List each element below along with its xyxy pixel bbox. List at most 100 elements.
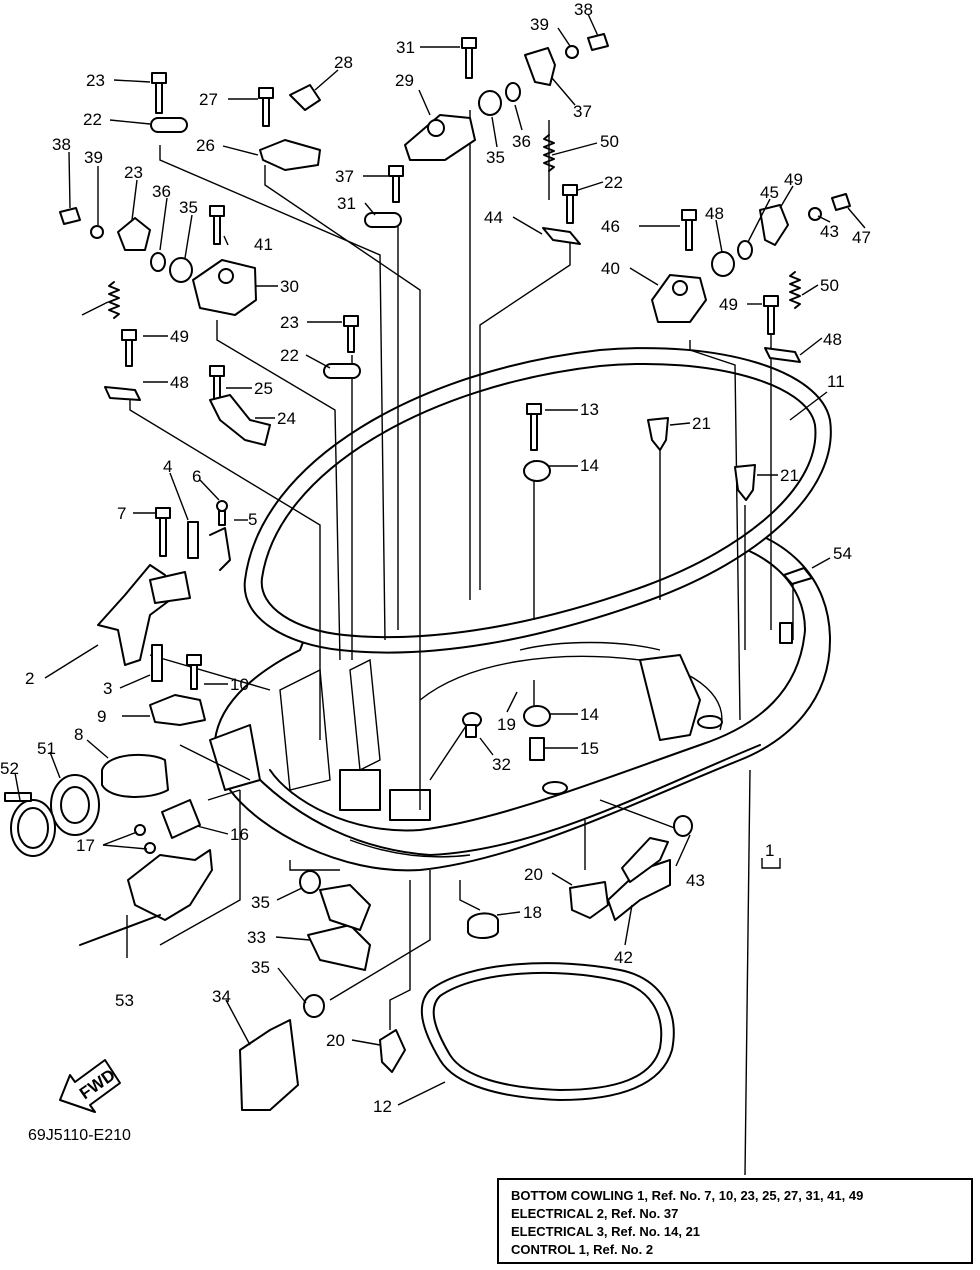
callout: 35 <box>179 198 198 217</box>
grommet-43-right <box>673 815 693 837</box>
callout: 35 <box>251 958 270 977</box>
small-parts <box>4 33 851 1111</box>
callout: 22 <box>604 173 623 192</box>
callout: 23 <box>124 163 143 182</box>
plate-22-lower <box>323 363 361 379</box>
callout: 37 <box>335 167 354 186</box>
callout: 6 <box>192 467 201 486</box>
plate-48-mid <box>542 227 581 245</box>
callout: 21 <box>692 414 711 433</box>
bolt-23-lower <box>343 315 359 353</box>
grommet-8 <box>101 753 169 798</box>
bolt-38-left <box>59 207 81 225</box>
callout: 23 <box>280 313 299 332</box>
callout: 43 <box>820 222 839 241</box>
callout: 31 <box>337 194 356 213</box>
boot-51 <box>50 774 100 836</box>
callout: 35 <box>486 148 505 167</box>
block-20-left <box>379 1029 406 1073</box>
callout: 48 <box>705 204 724 223</box>
callout: 29 <box>395 71 414 90</box>
callout: 42 <box>614 948 633 967</box>
grommet-35-left <box>169 257 193 283</box>
bolt-23-top <box>151 72 167 114</box>
bracket-53 <box>127 849 213 921</box>
callout: 33 <box>247 928 266 947</box>
callout: 36 <box>152 182 171 201</box>
grommet-18 <box>467 912 499 939</box>
plate-22-top <box>150 117 188 133</box>
callout: 49 <box>719 295 738 314</box>
bolt-46 <box>831 193 851 211</box>
bracket-26 <box>259 139 321 171</box>
clip-17a <box>134 824 146 836</box>
bolt-23-mid <box>388 165 404 203</box>
bolt-49-right <box>562 184 578 224</box>
coil-16 <box>161 799 201 839</box>
callout: 2 <box>25 669 34 688</box>
callout: 31 <box>396 38 415 57</box>
callout: 49 <box>784 170 803 189</box>
callout: 38 <box>574 0 593 19</box>
callout: 24 <box>277 409 296 428</box>
callout: 52 <box>0 759 19 778</box>
grommet-14-lower <box>523 705 551 727</box>
bolt-38-top <box>587 33 609 51</box>
bolt-31-top <box>461 37 477 79</box>
grommet-35-top <box>478 90 502 116</box>
washer-39-left <box>90 225 104 239</box>
callout: 46 <box>601 217 620 236</box>
bracket-37-left <box>117 217 151 251</box>
bolt-7 <box>155 507 171 557</box>
plate-22-mid <box>364 212 402 228</box>
callout: 37 <box>573 102 592 121</box>
callout-labels: 38 39 31 28 23 29 37 27 22 36 26 35 50 3… <box>0 0 871 1116</box>
housing-30 <box>192 259 257 316</box>
grommet-35-bottom <box>303 994 325 1018</box>
plate-48-right <box>764 347 801 363</box>
callout: 21 <box>780 466 799 485</box>
callout: 54 <box>833 544 852 563</box>
callout: 10 <box>230 675 249 694</box>
callout: 50 <box>820 276 839 295</box>
bolt-31-left <box>209 205 225 245</box>
callout: 5 <box>248 510 257 529</box>
callout: 27 <box>199 90 218 109</box>
reference-line: CONTROL 1, Ref. No. 2 <box>511 1242 654 1257</box>
callout: 8 <box>74 725 83 744</box>
reference-box: BOTTOM COWLING 1, Ref. No. 7, 10, 23, 25… <box>497 1178 973 1264</box>
nut-36-left <box>150 252 166 272</box>
bolt-25 <box>209 365 225 401</box>
screw-6 <box>216 500 228 512</box>
block-20-right <box>569 881 609 919</box>
callout: 39 <box>84 148 103 167</box>
reference-line: ELECTRICAL 2, Ref. No. 37 <box>511 1206 679 1221</box>
nut-36-top <box>505 82 521 102</box>
callout: 15 <box>580 739 599 758</box>
plate-48-left <box>104 386 141 401</box>
latch-34 <box>239 1019 299 1111</box>
bracket-37-top <box>524 47 556 86</box>
latch-33 <box>307 924 371 971</box>
collar-15 <box>529 737 545 761</box>
callout: 14 <box>580 456 599 475</box>
insert-21-top <box>647 417 669 451</box>
bracket-24 <box>209 394 271 446</box>
callout: 30 <box>280 277 299 296</box>
bolt-49-farright <box>763 295 779 335</box>
reference-line: BOTTOM COWLING 1, Ref. No. 7, 10, 23, 25… <box>511 1188 864 1203</box>
callout: 36 <box>512 132 531 151</box>
pin-3 <box>151 644 163 682</box>
callout: 47 <box>852 228 871 247</box>
callout: 16 <box>230 825 249 844</box>
washer-47 <box>808 207 822 221</box>
bolt-49-left <box>121 329 137 367</box>
housing-29 <box>404 114 476 161</box>
nut-44 <box>737 240 753 260</box>
callout: 3 <box>103 679 112 698</box>
callout: 19 <box>497 715 516 734</box>
clip-5 <box>209 527 231 571</box>
callout: 39 <box>530 15 549 34</box>
callout: 44 <box>484 208 503 227</box>
callout: 40 <box>601 259 620 278</box>
